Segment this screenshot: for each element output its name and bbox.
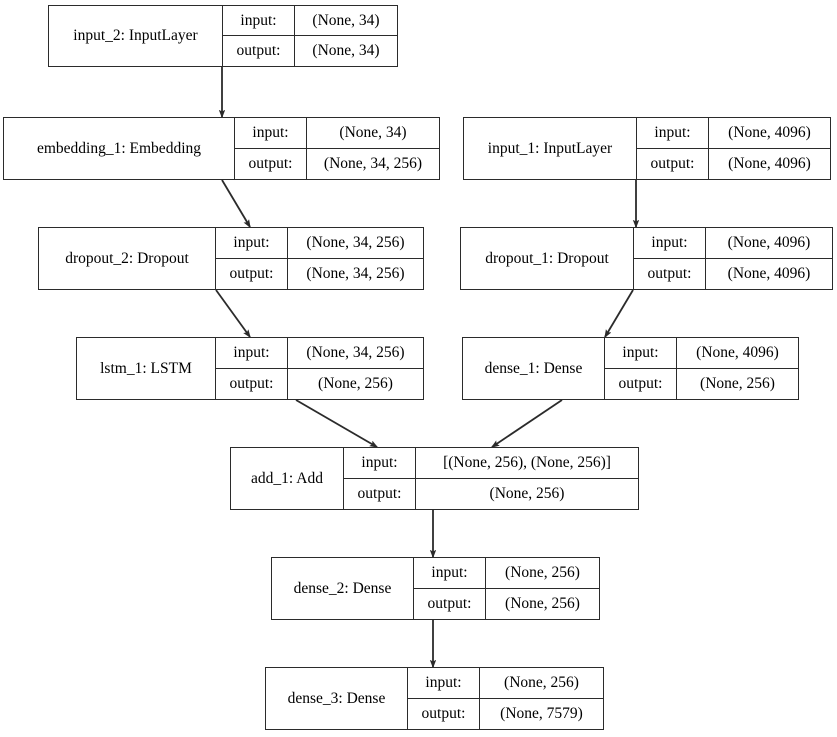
edge-dropout_1-to-dense_1: [604, 289, 634, 339]
layer-output-row-dense_3: output: (None, 7579): [408, 698, 603, 729]
layer-output-shape-lstm_1: (None, 256): [318, 374, 393, 392]
layer-name-input_2: input_2: InputLayer: [49, 6, 223, 66]
layer-input-row-dense_1: input: (None, 4096): [605, 338, 798, 369]
layer-name-add_1: add_1: Add: [231, 448, 344, 509]
layer-output-row-add_1: output: (None, 256): [344, 478, 638, 509]
layer-io-table-dense_2: input: (None, 256) output: (None, 256): [414, 558, 599, 619]
layer-output-label-dense_1: output:: [605, 368, 677, 399]
layer-output-row-input_1: output: (None, 4096): [637, 148, 830, 179]
layer-input-label-dense_3: input:: [408, 668, 480, 698]
layer-input-shape-input_1: (None, 4096): [728, 123, 811, 141]
layer-input-label-embedding_1: input:: [235, 118, 307, 148]
layer-io-table-input_1: input: (None, 4096) output: (None, 4096): [637, 118, 830, 179]
layer-name-embedding_1: embedding_1: Embedding: [4, 118, 235, 179]
layer-output-label-embedding_1: output:: [235, 148, 307, 179]
layer-io-table-lstm_1: input: (None, 34, 256) output: (None, 256): [216, 338, 423, 399]
layer-input-shape-dense_1: (None, 4096): [696, 343, 779, 361]
layer-input-label-dropout_2: input:: [216, 228, 288, 258]
layer-output-shape-dropout_2: (None, 34, 256): [306, 264, 405, 282]
layer-output-shape-dense_3: (None, 7579): [500, 704, 583, 722]
layer-io-table-add_1: input: [(None, 256), (None, 256)] output: (…: [344, 448, 638, 509]
layer-input-shape-add_1: [(None, 256), (None, 256)]: [443, 453, 611, 471]
layer-input-shape-lstm_1: (None, 34, 256): [306, 343, 405, 361]
layer-input-shape-dropout_1: (None, 4096): [727, 233, 811, 251]
layer-input-shape-embedding_1: (None, 34): [339, 123, 407, 141]
layer-io-table-dense_1: input: (None, 4096) output: (None, 256): [605, 338, 798, 399]
layer-output-row-dense_2: output: (None, 256): [414, 588, 599, 619]
layer-io-table-dense_3: input: (None, 256) output: (None, 7579): [408, 668, 603, 729]
layer-input-label-dense_2: input:: [414, 558, 486, 588]
layer-output-label-dropout_1: output:: [634, 258, 706, 289]
edge-lstm_1-to-add_1: [295, 399, 379, 448]
layer-output-row-dense_1: output: (None, 256): [605, 368, 798, 399]
layer-input-shape-dense_3: (None, 256): [504, 673, 579, 691]
edge-embedding_1-to-dropout_2: [221, 179, 251, 229]
edge-dense_1-to-add_1: [490, 399, 563, 448]
layer-input-row-dense_3: input: (None, 256): [408, 668, 603, 699]
layer-input-label-add_1: input:: [344, 448, 416, 478]
layer-output-row-lstm_1: output: (None, 256): [216, 368, 423, 399]
layer-output-shape-input_1: (None, 4096): [728, 154, 811, 172]
layer-input-label-lstm_1: input:: [216, 338, 288, 368]
layer-output-label-input_1: output:: [637, 148, 709, 179]
layer-input-row-lstm_1: input: (None, 34, 256): [216, 338, 423, 369]
layer-input-row-input_2: input: (None, 34): [223, 6, 397, 36]
layer-input-row-input_1: input: (None, 4096): [637, 118, 830, 149]
layer-name-dense_1: dense_1: Dense: [463, 338, 605, 399]
layer-output-row-embedding_1: output: (None, 34, 256): [235, 148, 439, 179]
layer-name-dropout_2: dropout_2: Dropout: [39, 228, 216, 289]
layer-output-row-input_2: output: (None, 34): [223, 36, 397, 66]
layer-output-shape-add_1: (None, 256): [489, 484, 565, 502]
layer-output-label-lstm_1: output:: [216, 368, 288, 399]
layer-output-label-dropout_2: output:: [216, 258, 288, 289]
layer-input-shape-input_2: (None, 34): [312, 11, 380, 29]
edge-dropout_2-to-lstm_1: [215, 289, 251, 339]
layer-name-input_1: input_1: InputLayer: [464, 118, 637, 179]
layer-name-dense_2: dense_2: Dense: [272, 558, 414, 619]
layer-io-table-dropout_1: input: (None, 4096) output: (None, 4096): [634, 228, 832, 289]
layer-output-shape-dense_2: (None, 256): [505, 594, 580, 612]
layer-input-shape-dense_2: (None, 256): [505, 563, 580, 581]
layer-name-dense_3: dense_3: Dense: [266, 668, 408, 729]
layer-name-lstm_1: lstm_1: LSTM: [77, 338, 216, 399]
layer-output-row-dropout_2: output: (None, 34, 256): [216, 258, 423, 289]
layer-input-label-dropout_1: input:: [634, 228, 706, 258]
layer-output-label-input_2: output:: [223, 36, 295, 66]
layer-input-label-dense_1: input:: [605, 338, 677, 368]
layer-input-label-input_2: input:: [223, 6, 295, 35]
layer-input-row-dense_2: input: (None, 256): [414, 558, 599, 589]
layer-output-shape-dense_1: (None, 256): [700, 374, 775, 392]
layer-input-label-input_1: input:: [637, 118, 709, 148]
layer-input-row-dropout_2: input: (None, 34, 256): [216, 228, 423, 259]
layer-input-shape-dropout_2: (None, 34, 256): [306, 233, 405, 251]
layer-input-row-dropout_1: input: (None, 4096): [634, 228, 832, 259]
layer-output-label-dense_2: output:: [414, 588, 486, 619]
layer-io-table-embedding_1: input: (None, 34) output: (None, 34, 256): [235, 118, 439, 179]
layer-output-label-add_1: output:: [344, 478, 416, 509]
layer-output-shape-embedding_1: (None, 34, 256): [323, 154, 423, 172]
layer-name-dropout_1: dropout_1: Dropout: [461, 228, 634, 289]
layer-output-shape-dropout_1: (None, 4096): [727, 264, 811, 282]
layer-input-row-add_1: input: [(None, 256), (None, 256)]: [344, 448, 638, 479]
layer-output-label-dense_3: output:: [408, 698, 480, 729]
layer-output-shape-input_2: (None, 34): [312, 42, 380, 59]
layer-io-table-input_2: input: (None, 34) output: (None, 34): [223, 6, 397, 66]
layer-input-row-embedding_1: input: (None, 34): [235, 118, 439, 149]
layer-output-row-dropout_1: output: (None, 4096): [634, 258, 832, 289]
layer-io-table-dropout_2: input: (None, 34, 256) output: (None, 34, 2…: [216, 228, 423, 289]
